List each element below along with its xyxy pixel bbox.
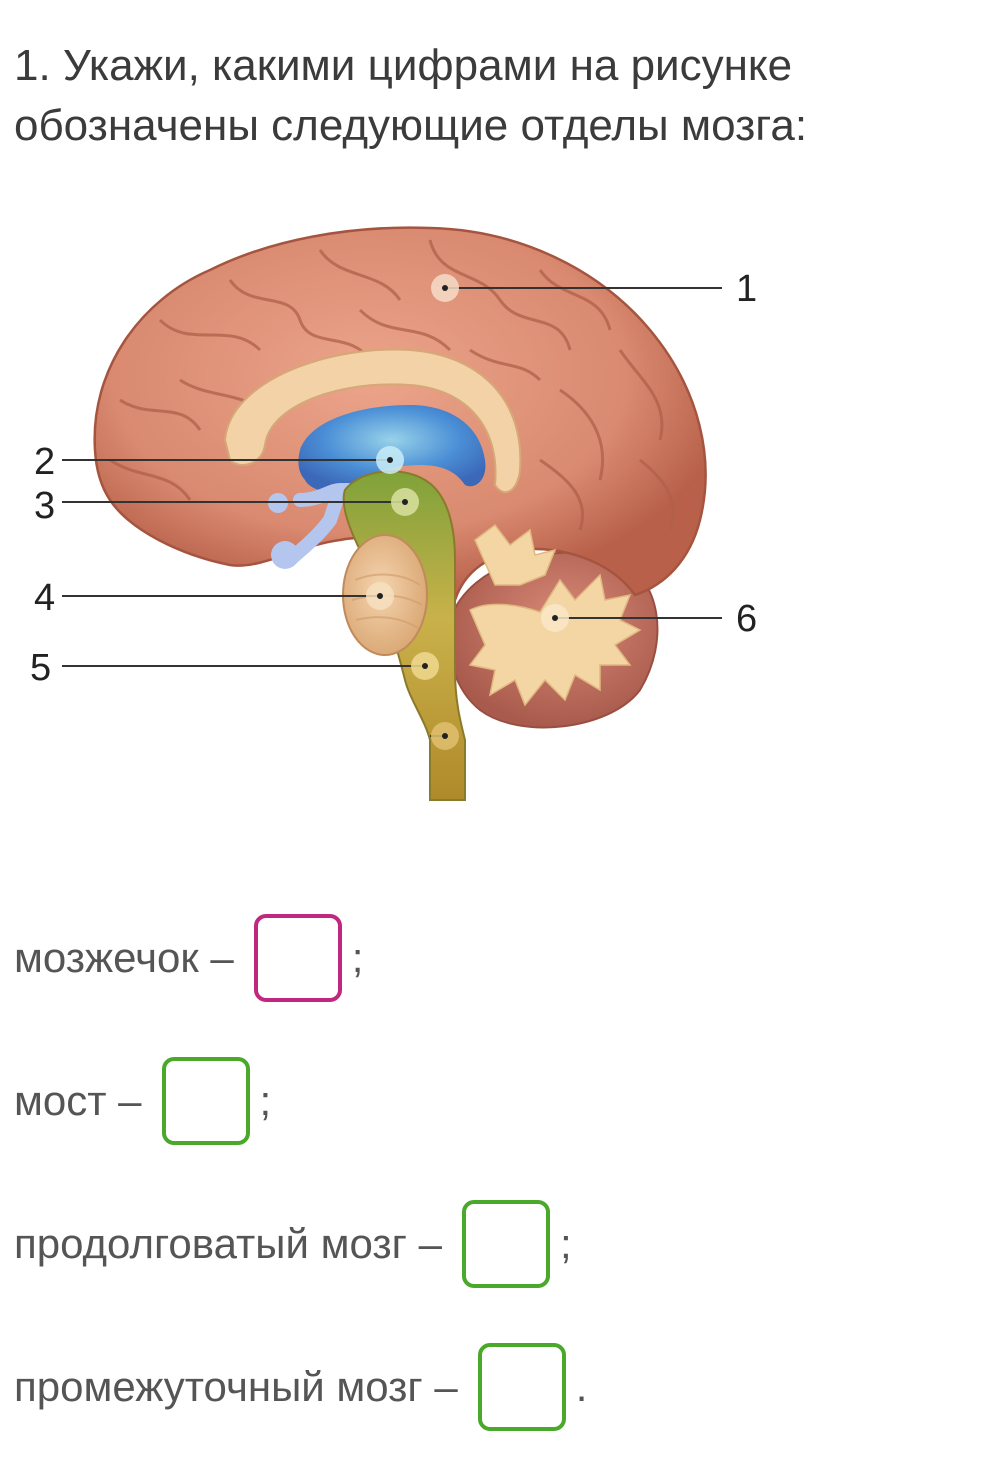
callout-label-2: 2 bbox=[34, 441, 55, 483]
answer-punctuation: ; bbox=[559, 1220, 572, 1267]
answer-row-pons: мост – ; bbox=[14, 1053, 271, 1149]
answer-punctuation: ; bbox=[351, 934, 364, 981]
answer-punctuation: ; bbox=[259, 1077, 272, 1124]
callout-label-1: 1 bbox=[736, 268, 757, 310]
callout-label-5: 5 bbox=[30, 647, 51, 689]
answer-label: продолговатый мозг – bbox=[14, 1220, 442, 1267]
answer-input-box[interactable] bbox=[461, 1200, 550, 1288]
answer-input-box[interactable] bbox=[253, 914, 342, 1002]
answer-input-box[interactable] bbox=[477, 1343, 566, 1431]
marker-dots bbox=[366, 274, 569, 750]
answer-input-box[interactable] bbox=[161, 1057, 250, 1145]
arbor-vitae bbox=[468, 523, 642, 707]
answer-label: мост – bbox=[14, 1077, 142, 1124]
answer-punctuation: . bbox=[575, 1363, 588, 1410]
brain-illustration: 1 2 3 4 5 6 bbox=[30, 226, 757, 801]
answer-row-medulla: продолговатый мозг – ; bbox=[14, 1196, 572, 1292]
callout-label-3: 3 bbox=[34, 485, 55, 527]
answer-label: мозжечок – bbox=[14, 934, 234, 981]
answer-row-diencephalon: промежуточный мозг – . bbox=[14, 1339, 587, 1435]
callout-label-6: 6 bbox=[736, 598, 757, 640]
answer-row-cerebellum: мозжечок – ; bbox=[14, 910, 363, 1006]
brain-diagram: 1 2 3 4 5 6 bbox=[0, 200, 997, 820]
corpus-callosum bbox=[223, 348, 522, 494]
answer-label: промежуточный мозг – bbox=[14, 1363, 458, 1410]
callout-label-4: 4 bbox=[34, 577, 55, 619]
question-text: 1. Укажи, какими цифрами на рисунке обоз… bbox=[14, 41, 808, 150]
gyri-lines bbox=[109, 239, 675, 531]
leader-lines bbox=[62, 287, 722, 737]
